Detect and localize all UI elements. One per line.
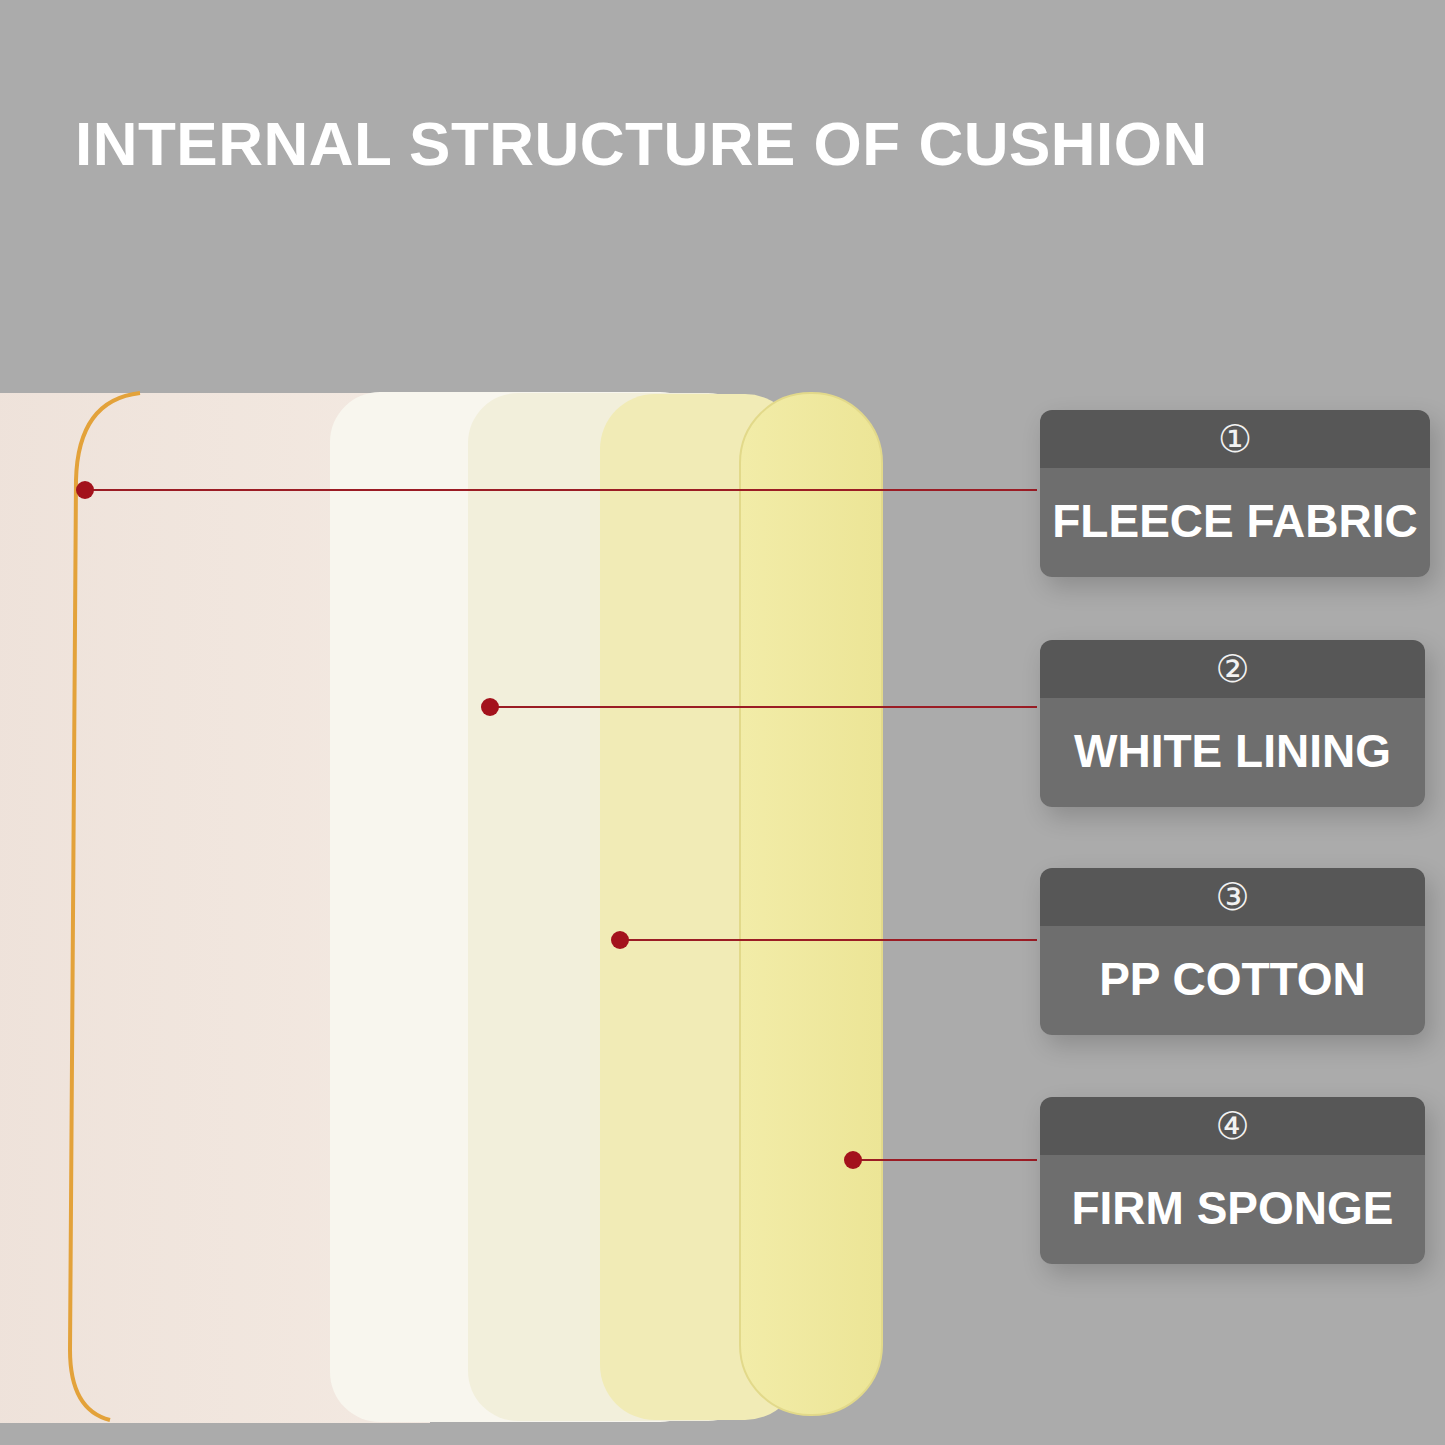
callout-box: ②WHITE LINING [1040,640,1425,807]
part-name: WHITE LINING [1040,698,1425,807]
leader-line [620,939,1037,941]
leader-dot [481,698,499,716]
callout-box: ③PP COTTON [1040,868,1425,1035]
leader-line [490,706,1037,708]
callout-box: ④FIRM SPONGE [1040,1097,1425,1264]
leader-dot [844,1151,862,1169]
part-name: FIRM SPONGE [1040,1155,1425,1264]
leader-line [853,1159,1037,1161]
callout-number: ① [1040,410,1430,468]
diagram-title: INTERNAL STRUCTURE OF CUSHION [75,108,1208,179]
callout-number: ② [1040,640,1425,698]
callout-number: ④ [1040,1097,1425,1155]
leader-group [76,481,1037,1169]
part-name: PP COTTON [1040,926,1425,1035]
seam-line [70,393,140,1420]
leader-line [85,489,1037,491]
sponge-face [740,393,882,1415]
leader-dot [76,481,94,499]
leader-dot [611,931,629,949]
part-name: FLEECE FABRIC [1040,468,1430,577]
callout-box: ①FLEECE FABRIC [1040,410,1430,577]
callout-number: ③ [1040,868,1425,926]
